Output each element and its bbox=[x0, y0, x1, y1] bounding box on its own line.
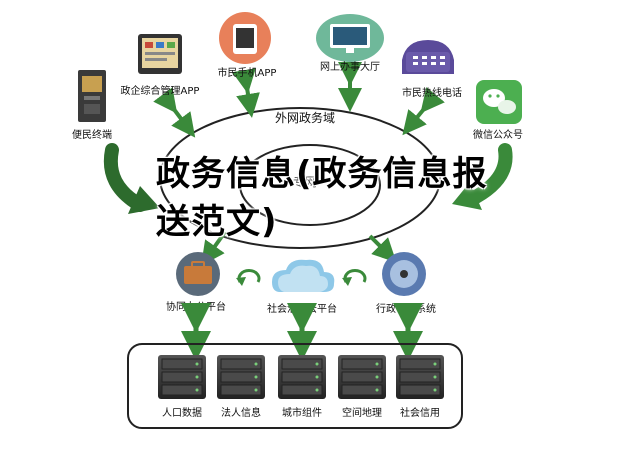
connector-arrows bbox=[153, 62, 445, 266]
kiosk-node bbox=[78, 70, 106, 122]
database-server: 城市组件 bbox=[278, 355, 326, 419]
gov-mgmt-label: 政企综合管理APP bbox=[121, 84, 200, 97]
database-server: 社会信用 bbox=[396, 355, 444, 419]
collab-office-label: 协同办公平台 bbox=[166, 300, 226, 313]
database-label: 社会信用 bbox=[400, 406, 440, 419]
gov-mgmt-node bbox=[138, 34, 182, 74]
admin-approval-label: 行政审批系统 bbox=[376, 302, 436, 315]
admin-approval-node bbox=[382, 252, 426, 296]
kiosk-label: 便民终端 bbox=[72, 128, 112, 141]
platform-db-connectors bbox=[181, 303, 423, 361]
database-label: 法人信息 bbox=[221, 406, 261, 419]
mobile-app-node bbox=[219, 12, 271, 64]
outer-ring-label: 外网政务域 bbox=[275, 110, 335, 125]
database-servers: 人口数据 法人信息 城市组件 空间地理 社会信用 bbox=[158, 355, 444, 419]
social-cloud-node bbox=[272, 259, 335, 292]
page-title: 政务信息(政务信息报送范文) bbox=[156, 154, 488, 242]
collab-office-node bbox=[176, 252, 220, 296]
hotline-label: 市民热线电话 bbox=[402, 86, 462, 99]
database-label: 空间地理 bbox=[342, 406, 382, 419]
database-server: 空间地理 bbox=[338, 355, 386, 419]
cycle-arrow-left bbox=[236, 269, 261, 286]
wechat-node bbox=[476, 80, 522, 124]
wechat-label: 微信公众号 bbox=[473, 128, 523, 141]
database-server: 法人信息 bbox=[217, 355, 265, 419]
inner-ring-label: 专网 bbox=[293, 174, 317, 189]
database-container bbox=[127, 343, 463, 429]
online-hall-node bbox=[316, 14, 384, 62]
inner-ring bbox=[239, 144, 381, 226]
cloud-icon bbox=[272, 259, 335, 292]
database-server: 人口数据 bbox=[158, 355, 206, 419]
social-cloud-label: 社会治理云平台 bbox=[267, 302, 337, 315]
cycle-arrow-right bbox=[342, 269, 367, 286]
briefcase-icon bbox=[184, 266, 212, 284]
online-hall-label: 网上办事大厅 bbox=[320, 60, 380, 73]
left-curved-arrow bbox=[103, 143, 160, 214]
mobile-app-label: 市民手机APP bbox=[218, 66, 277, 79]
right-curved-arrow bbox=[452, 143, 513, 210]
database-label: 人口数据 bbox=[162, 406, 202, 419]
database-label: 城市组件 bbox=[282, 406, 322, 419]
hotline-node bbox=[402, 40, 454, 74]
outer-ring bbox=[159, 107, 441, 249]
